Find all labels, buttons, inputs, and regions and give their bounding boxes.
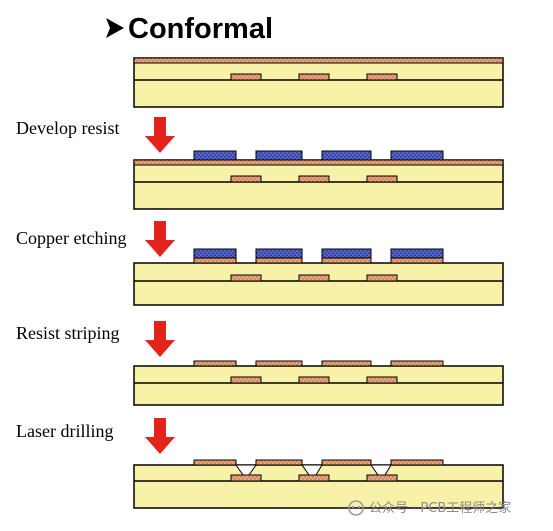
inner-pad bbox=[230, 175, 262, 183]
step-develop-resist: Develop resist bbox=[16, 117, 504, 210]
inner-pad bbox=[366, 274, 398, 282]
wechat-icon-dot bbox=[351, 505, 355, 509]
title: Conformal bbox=[106, 13, 273, 45]
resist-pattern bbox=[321, 248, 372, 259]
copper-trace bbox=[321, 459, 372, 466]
watermark-text: 公众号 · PCB工程师之家 bbox=[369, 500, 511, 516]
step-label: Laser drilling bbox=[16, 421, 113, 441]
copper-trace bbox=[321, 257, 372, 264]
resist-pattern bbox=[193, 150, 237, 161]
substrate-board bbox=[133, 365, 504, 406]
inner-pad bbox=[366, 474, 398, 482]
copper-trace bbox=[390, 459, 444, 466]
down-arrow-icon bbox=[145, 418, 175, 454]
inner-pad bbox=[230, 73, 262, 81]
inner-pad bbox=[230, 376, 262, 384]
step-label: Develop resist bbox=[16, 118, 119, 138]
step-laser-drilling: Laser drilling bbox=[16, 418, 504, 509]
down-arrow-icon bbox=[145, 321, 175, 357]
wechat-icon bbox=[348, 500, 364, 516]
stage-initial bbox=[133, 57, 504, 108]
step-label: Resist striping bbox=[16, 323, 120, 343]
copper-trace bbox=[321, 360, 372, 367]
resist-pattern bbox=[390, 248, 444, 259]
copper-trace bbox=[193, 459, 237, 466]
inner-pad bbox=[366, 376, 398, 384]
copper-trace bbox=[193, 257, 237, 264]
substrate-board bbox=[133, 57, 504, 108]
copper-foil-layer bbox=[133, 57, 504, 64]
inner-pad bbox=[298, 73, 330, 81]
substrate-board bbox=[133, 262, 504, 306]
step-copper-etching: Copper etching bbox=[16, 221, 504, 306]
bullet-arrow-icon bbox=[106, 18, 124, 38]
down-arrow-icon bbox=[145, 221, 175, 257]
copper-trace bbox=[255, 459, 303, 466]
resist-pattern bbox=[193, 248, 237, 259]
title-text: Conformal bbox=[128, 13, 273, 45]
inner-pad bbox=[366, 175, 398, 183]
resist-pattern bbox=[321, 150, 372, 161]
step-label: Copper etching bbox=[16, 228, 126, 248]
substrate-board bbox=[133, 159, 504, 210]
copper-trace bbox=[193, 360, 237, 367]
inner-pad bbox=[230, 274, 262, 282]
inner-pad bbox=[298, 274, 330, 282]
inner-pad bbox=[298, 376, 330, 384]
copper-foil-layer bbox=[133, 159, 504, 166]
copper-trace bbox=[255, 257, 303, 264]
resist-pattern bbox=[255, 150, 303, 161]
watermark: 公众号 · PCB工程师之家 bbox=[348, 500, 511, 516]
inner-pad bbox=[366, 73, 398, 81]
copper-trace bbox=[390, 257, 444, 264]
substrate-board bbox=[133, 464, 504, 509]
copper-trace bbox=[390, 360, 444, 367]
inner-pad bbox=[230, 474, 262, 482]
down-arrow-icon bbox=[145, 117, 175, 153]
inner-pad bbox=[298, 474, 330, 482]
inner-pad bbox=[298, 175, 330, 183]
resist-pattern bbox=[255, 248, 303, 259]
copper-trace bbox=[255, 360, 303, 367]
step-resist-striping: Resist striping bbox=[16, 321, 504, 406]
wechat-icon-dot bbox=[357, 505, 361, 509]
resist-pattern bbox=[390, 150, 444, 161]
